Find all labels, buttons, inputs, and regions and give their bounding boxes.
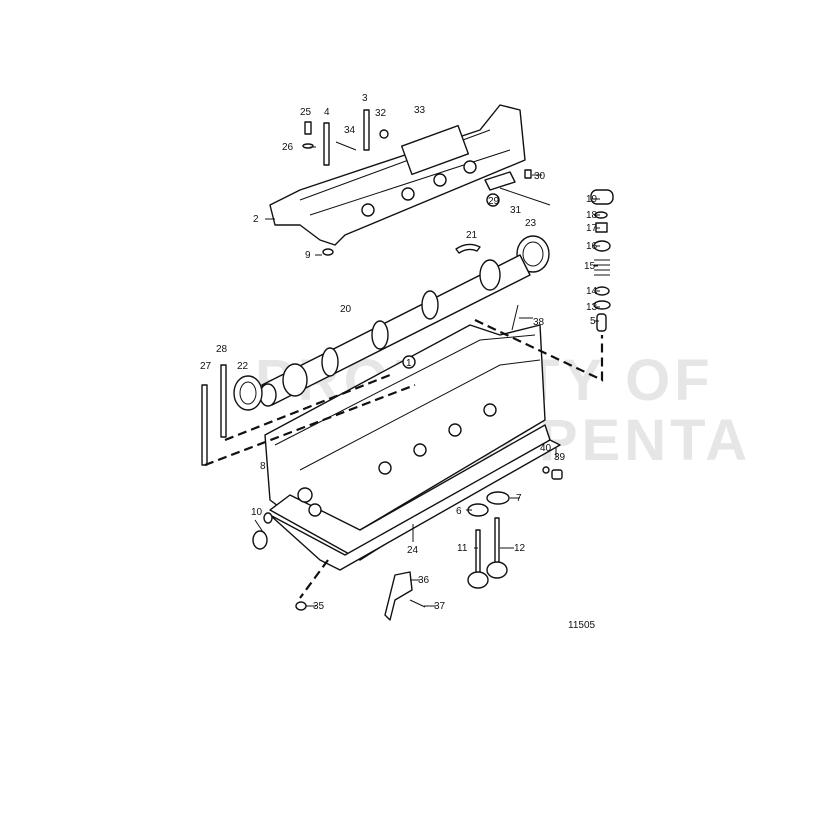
screw-37 xyxy=(409,599,426,608)
alignment-line xyxy=(204,383,416,467)
label-21: 21 xyxy=(466,230,478,241)
intake-valve-11 xyxy=(467,529,489,589)
label-26: 26 xyxy=(282,142,294,153)
label-25: 25 xyxy=(300,107,312,118)
sensor-38 xyxy=(511,304,519,331)
label-40: 40 xyxy=(540,443,552,454)
bolts-top xyxy=(302,109,551,256)
label-7: 7 xyxy=(516,493,522,504)
lifting-eye-36 xyxy=(384,571,413,621)
label-22: 22 xyxy=(237,361,249,372)
label-13: 13 xyxy=(586,302,598,313)
label-28: 28 xyxy=(216,344,228,355)
label-31: 31 xyxy=(510,205,522,216)
valve-seat-7 xyxy=(486,491,510,505)
exhaust-valve-12 xyxy=(486,517,508,579)
seal-22 xyxy=(233,375,263,411)
label-2: 2 xyxy=(253,214,259,225)
label-12: 12 xyxy=(514,543,526,554)
label-9: 9 xyxy=(305,250,311,261)
label-16: 16 xyxy=(586,241,598,252)
ref-circle-1 xyxy=(402,355,416,369)
label-14: 14 xyxy=(586,286,598,297)
cylinder-head xyxy=(264,324,561,571)
washer-40 xyxy=(542,466,550,474)
seal-10 xyxy=(252,530,268,550)
seal-23 xyxy=(516,235,550,273)
ref-circle-29 xyxy=(486,193,500,207)
bearing-frame xyxy=(269,104,526,246)
label-23: 23 xyxy=(525,218,537,229)
label-19: 19 xyxy=(586,194,598,205)
label-38: 38 xyxy=(533,317,545,328)
label-3: 3 xyxy=(362,93,368,104)
label-5: 5 xyxy=(590,316,596,327)
label-17: 17 xyxy=(586,223,598,234)
label-39: 39 xyxy=(554,452,566,463)
label-32: 32 xyxy=(375,108,387,119)
head-bolt-28 xyxy=(220,364,227,438)
label-37: 37 xyxy=(434,601,446,612)
label-34: 34 xyxy=(344,125,356,136)
label-24: 24 xyxy=(407,545,419,556)
bearing-shell-21 xyxy=(455,243,481,254)
label-6: 6 xyxy=(456,506,462,517)
label-29: 29 xyxy=(488,196,500,207)
label-1: 1 xyxy=(406,358,412,369)
label-18: 18 xyxy=(586,210,598,221)
diagram-number: 11505 xyxy=(568,620,596,631)
camshaft xyxy=(259,254,531,407)
label-36: 36 xyxy=(418,575,430,586)
alignment-line xyxy=(224,373,391,442)
alignment-line xyxy=(299,559,329,599)
label-10: 10 xyxy=(251,507,263,518)
plug-39 xyxy=(551,469,563,480)
label-35: 35 xyxy=(313,601,325,612)
label-20: 20 xyxy=(340,304,352,315)
ring-8 xyxy=(263,512,273,524)
label-27: 27 xyxy=(200,361,212,372)
label-15: 15 xyxy=(584,261,596,272)
label-4: 4 xyxy=(324,107,330,118)
label-8: 8 xyxy=(260,461,266,472)
alignment-line xyxy=(474,319,604,382)
head-bolt-27 xyxy=(201,384,208,466)
label-30: 30 xyxy=(534,171,546,182)
label-11: 11 xyxy=(457,543,468,554)
label-33: 33 xyxy=(414,105,426,116)
plug-35 xyxy=(295,601,307,611)
